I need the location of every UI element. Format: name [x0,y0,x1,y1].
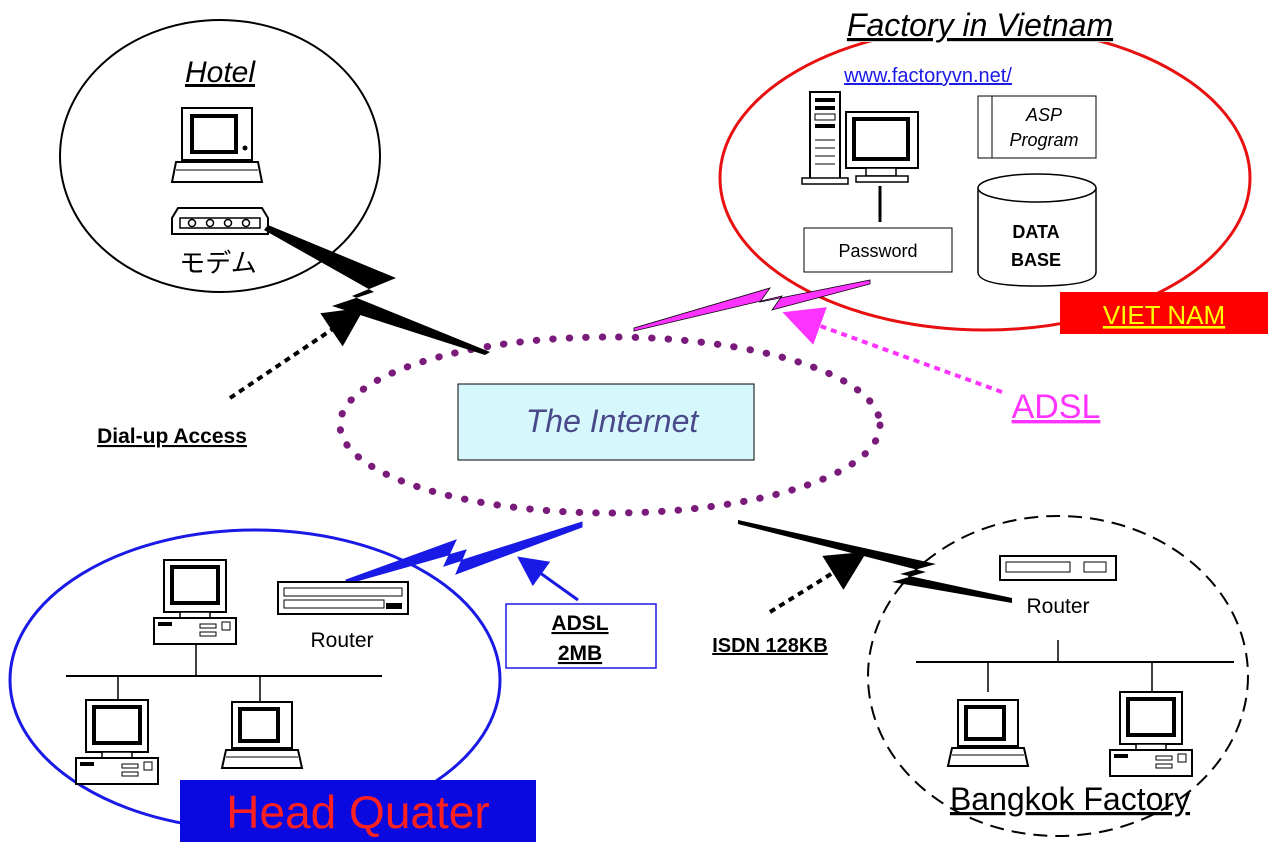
modem-icon [171,207,269,235]
db-line1: DATA [1012,222,1059,242]
asp-line2: Program [1009,130,1078,150]
vn-badge [1060,292,1268,334]
modem-label: モデム [179,248,256,278]
hq-router-label: Router [310,629,373,652]
monitor-icon [845,111,919,183]
router-icon [277,581,409,615]
bangkok-zone: Router Bangkok Factory [867,515,1249,837]
adsl-hq-arrow [517,556,579,602]
internet-label: The Internet [526,403,700,439]
hotel-zone: Hotel モデム [59,19,381,293]
isdn-link [738,520,1012,603]
adsl-hq-line2: 2MB [558,642,602,665]
bangkok-circle [867,515,1249,837]
adsl-hq-box [505,603,657,669]
vn-badge-label: VIET NAM [1103,300,1225,330]
password-box [803,227,953,273]
dialup-label: Dial-up Access [97,425,247,448]
adsl-vn-link [633,279,871,332]
dialup-arrow [228,307,365,400]
adsl-hq-link [345,521,583,585]
desktop-pc-icon [1109,691,1193,777]
laptop-icon [171,107,263,183]
isdn-label: ISDN 128KB [712,635,828,657]
database-icon: DATA BASE [977,173,1097,287]
bkk-router-label: Router [1026,595,1089,618]
hotel-title: Hotel [185,56,256,89]
server-icon [801,91,849,185]
dialup-link [264,225,490,355]
factory-vn-zone: Factory in Vietnam www.factoryvn.net/ Pa… [718,2,1268,334]
adsl-vn-arrow [782,307,1003,394]
router-icon [999,555,1117,581]
head-quarter-zone: Router Head Quater [8,528,536,842]
password-label: Password [838,241,917,261]
factory-url-link[interactable]: www.factoryvn.net/ [843,65,1012,87]
isdn-arrow [768,551,867,614]
asp-line1: ASP [1025,105,1062,125]
db-line2: BASE [1011,250,1061,270]
desktop-pc-icon [153,559,237,645]
desktop-pc-icon [75,699,159,785]
factory-vn-title: Factory in Vietnam [847,7,1113,43]
laptop-icon [221,701,303,769]
internet-cloud [336,333,884,517]
adsl-vn-label: ADSL [1012,388,1101,426]
internet-zone: The Internet [336,333,884,517]
adsl-hq-line1: ADSL [551,612,608,635]
hq-badge-label: Head Quater [226,786,489,838]
asp-program-box: ASP Program [977,95,1097,159]
bangkok-title: Bangkok Factory [950,781,1190,817]
hq-badge [180,780,536,842]
internet-box [457,383,755,461]
hotel-circle [59,19,381,293]
laptop-icon [947,699,1029,767]
